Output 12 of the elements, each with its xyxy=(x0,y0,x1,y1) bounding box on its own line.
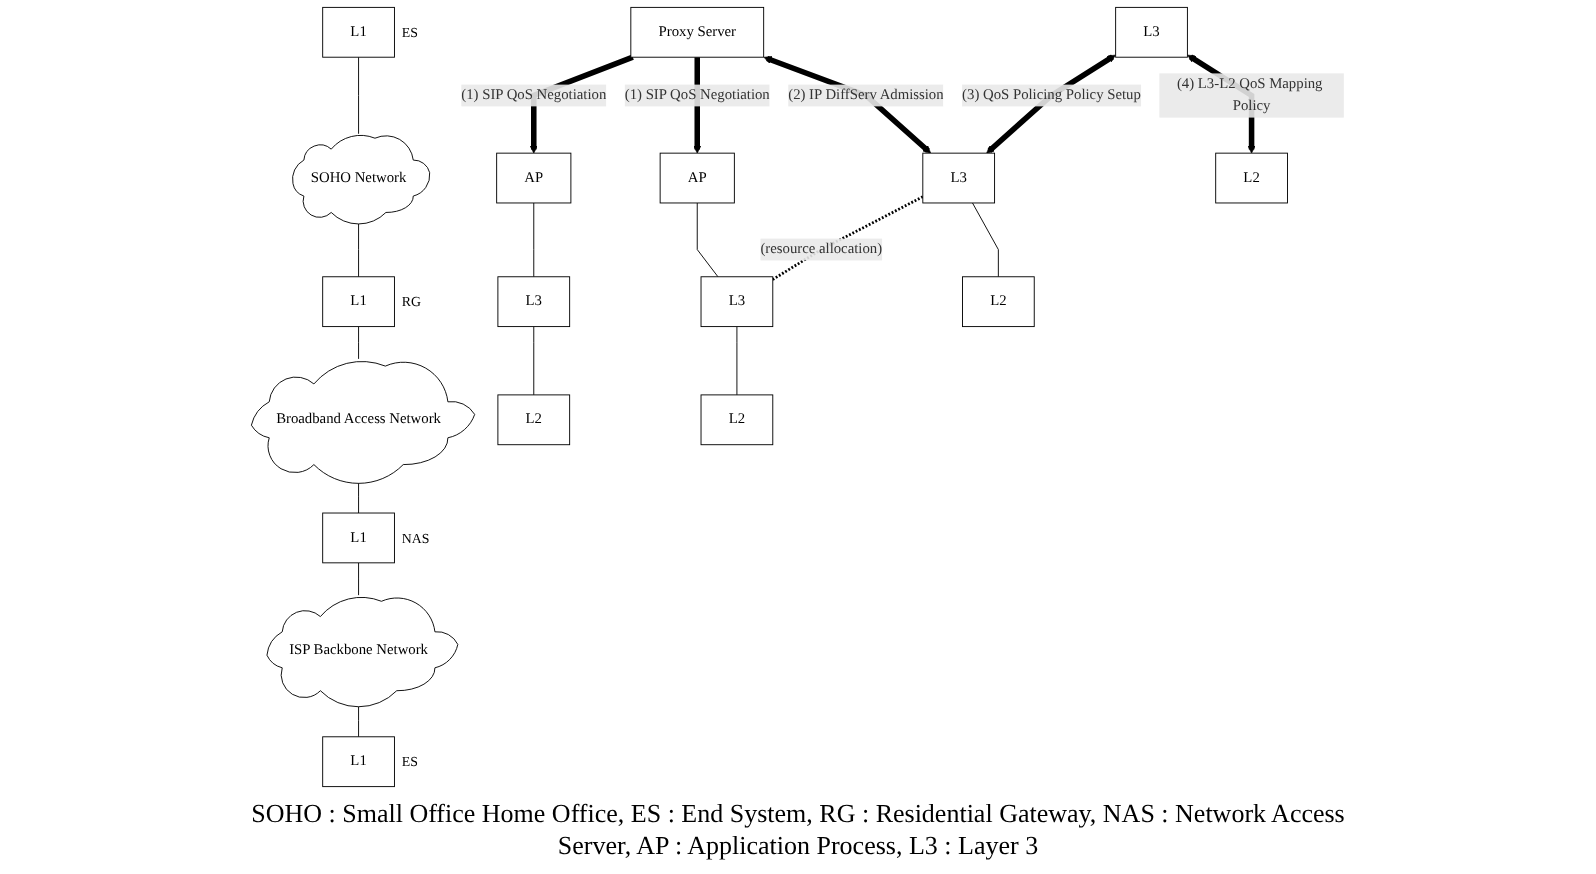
connector xyxy=(533,326,535,396)
connector xyxy=(358,221,360,278)
connector xyxy=(697,202,719,278)
connector xyxy=(533,202,535,278)
connector xyxy=(358,326,360,360)
abbreviation-caption: SOHO : Small Office Home Office, ES : End System, RG : Residential Gateway, NAS : Network Access Server, AP : Application Process, L3 : Layer 3 xyxy=(249,796,1347,864)
connector xyxy=(358,480,360,514)
connector xyxy=(972,202,1000,278)
connector xyxy=(736,326,738,396)
connector xyxy=(358,562,360,596)
connector xyxy=(358,704,360,738)
connector xyxy=(358,56,360,135)
